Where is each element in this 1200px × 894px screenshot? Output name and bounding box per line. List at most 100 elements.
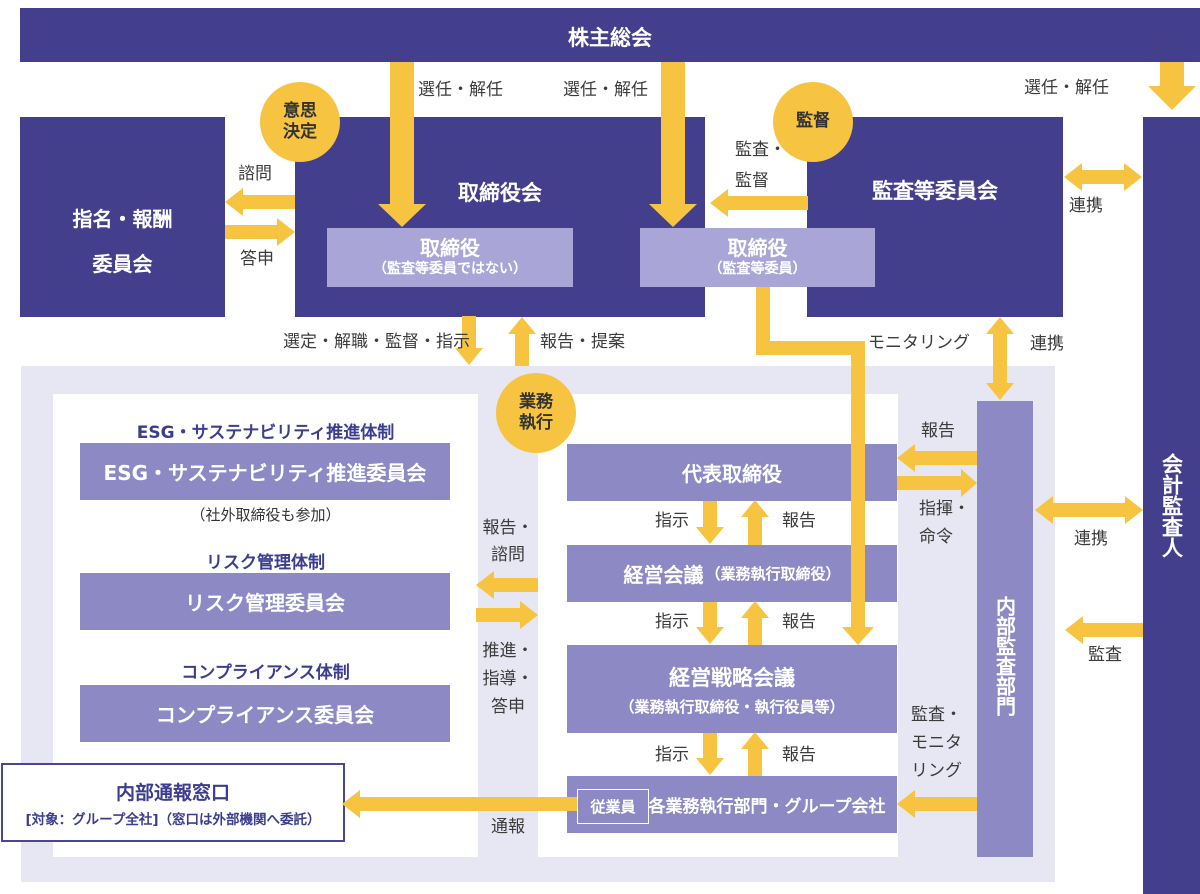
label-promote-3: 答申 <box>491 697 525 717</box>
label-appoint-dismiss-2: 選任・解任 <box>563 80 648 100</box>
label-report-advisory-1: 報告・ <box>482 518 534 538</box>
label-report-back: 答申 <box>240 249 274 269</box>
label-select-dismiss: 選定・解職・監督・指示 <box>283 332 470 352</box>
label-monitoring: モニタリング <box>868 333 970 353</box>
label-audit: 監査 <box>1088 645 1122 665</box>
label-command-1: 指揮・ <box>919 499 970 519</box>
audit-directors-label: 取締役 <box>727 236 788 261</box>
badge-decision-line2: 決定 <box>283 122 317 142</box>
arrow-audit <box>1065 616 1143 644</box>
node-management-meeting: 経営会議 （業務執行取締役） <box>567 545 897 602</box>
arrow-command <box>897 469 977 497</box>
arrow-report-up-1 <box>741 500 769 545</box>
representative-director-label: 代表取締役 <box>682 462 782 486</box>
arrow-report-back <box>225 218 295 246</box>
esg-heading: ESG・サステナビリティ推進体制 <box>136 423 395 443</box>
shareholders-label: 株主総会 <box>568 26 652 50</box>
badge-decision-line1: 意思 <box>283 100 317 121</box>
arrow-cooperation-top <box>1064 163 1142 191</box>
label-advisory: 諮問 <box>238 164 272 184</box>
label-appoint-dismiss-3: 選任・解任 <box>1024 78 1109 98</box>
strategy-meeting-sub-label: （業務執行取締役・執行役員等） <box>619 697 845 716</box>
node-esg-committee: ESG・サステナビリティ推進委員会 <box>80 443 450 500</box>
compliance-heading: コンプライアンス体制 <box>181 663 350 683</box>
label-report-internal: 報告 <box>921 421 955 441</box>
node-accounting-auditor: 会計監査人 <box>1143 117 1200 894</box>
node-internal-audit-dept: 内部監査部門 <box>977 401 1033 857</box>
arrow-audit-monitoring <box>897 790 977 818</box>
label-promote-1: 推進・ <box>482 641 534 661</box>
label-cooperation-top: 連携 <box>1069 196 1103 216</box>
arrow-appoint-dismiss-3 <box>1148 62 1196 110</box>
node-whistleblow-desk: 内部通報窓口 [対象：グループ全社]（窓口は外部機関へ委託） <box>1 763 345 842</box>
label-instruct-2: 指示 <box>655 612 689 632</box>
badge-supervision: 監督 <box>773 82 853 162</box>
badge-execution: 業務 執行 <box>496 373 576 453</box>
whistleblow-sub: [対象：グループ全社]（窓口は外部機関へ委託） <box>25 811 321 828</box>
esg-committee-label: ESG・サステナビリティ推進委員会 <box>103 461 427 485</box>
node-risk-committee: リスク管理委員会 <box>80 573 450 630</box>
risk-committee-label: リスク管理委員会 <box>185 591 345 615</box>
label-command-2: 命令 <box>919 527 953 547</box>
label-report-propose: 報告・提案 <box>540 332 625 352</box>
management-meeting-sub-label: （業務執行取締役） <box>705 565 841 583</box>
label-instruct-3: 指示 <box>655 745 689 765</box>
node-shareholders: 株主総会 <box>20 8 1200 62</box>
arrow-instruct-2 <box>696 602 724 644</box>
compliance-committee-label: コンプライアンス委員会 <box>155 703 375 727</box>
badge-execution-line1: 業務 <box>519 391 553 412</box>
label-whistleblow: 通報 <box>491 817 525 837</box>
strategy-meeting-label: 経営戦略会議 <box>669 665 795 690</box>
board-label: 取締役会 <box>458 181 542 205</box>
arrow-monitoring <box>756 287 874 645</box>
node-nomination-committee: 指名・報酬 委員会 <box>20 117 225 317</box>
label-promote-2: 指導・ <box>482 669 534 689</box>
label-audit-supervise-1: 監査・ <box>735 140 786 160</box>
arrow-promote <box>476 601 538 629</box>
management-meeting-label: 経営会議 <box>623 563 704 587</box>
employees-label: 従業員 <box>590 798 636 816</box>
label-report-2: 報告 <box>782 612 816 632</box>
audit-directors-sub-label: （監査等委員） <box>708 261 807 278</box>
arrow-report-up-3 <box>741 732 769 776</box>
arrow-cooperation-mid <box>1035 496 1143 524</box>
arrow-appoint-dismiss-2 <box>649 62 697 227</box>
arrow-instruct-3 <box>696 733 724 775</box>
directors-label: 取締役 <box>420 236 480 261</box>
accounting-auditor-label: 会計監査人 <box>1159 453 1184 558</box>
arrow-report-advisory <box>476 571 538 599</box>
arrow-report-propose <box>508 317 536 366</box>
arrow-audit-supervise <box>710 189 808 217</box>
node-directors-non-audit: 取締役 （監査等委員ではない） <box>327 228 573 287</box>
arrow-report-up-2 <box>741 601 769 645</box>
label-instruct-1: 指示 <box>655 511 689 531</box>
arrow-report-internal <box>897 444 977 472</box>
arrow-select-dismiss <box>455 316 483 365</box>
arrow-cooperation-vertical <box>986 317 1014 400</box>
arrow-appoint-dismiss-1 <box>378 62 426 227</box>
node-directors-audit-members: 取締役 （監査等委員） <box>640 228 875 287</box>
label-audit-monitoring-3: リング <box>911 761 962 781</box>
internal-audit-label: 内部監査部門 <box>992 596 1017 716</box>
arrow-instruct-1 <box>696 501 724 544</box>
esg-note: （社外取締役も参加） <box>190 506 341 524</box>
directors-sub-label: （監査等委員ではない） <box>373 261 527 278</box>
label-cooperation-vertical: 連携 <box>1030 334 1064 354</box>
node-compliance-committee: コンプライアンス委員会 <box>80 685 450 742</box>
label-cooperation-mid: 連携 <box>1074 529 1108 549</box>
whistleblow-title: 内部通報窓口 <box>115 781 230 804</box>
node-representative-director: 代表取締役 <box>567 444 897 501</box>
departments-label: 各業務執行部門・グループ会社 <box>648 797 886 817</box>
nomination-label-line1: 指名・報酬 <box>72 207 173 231</box>
label-report-3: 報告 <box>782 745 816 765</box>
arrow-advisory <box>225 188 295 216</box>
nomination-label-line2: 委員会 <box>92 252 153 276</box>
node-employees: 従業員 <box>577 789 649 824</box>
label-audit-monitoring-2: モニタ <box>911 733 962 753</box>
label-audit-monitoring-1: 監査・ <box>911 705 962 725</box>
arrow-whistleblow <box>342 790 577 818</box>
badge-execution-line2: 執行 <box>519 413 553 433</box>
label-audit-supervise-2: 監督 <box>735 171 769 191</box>
